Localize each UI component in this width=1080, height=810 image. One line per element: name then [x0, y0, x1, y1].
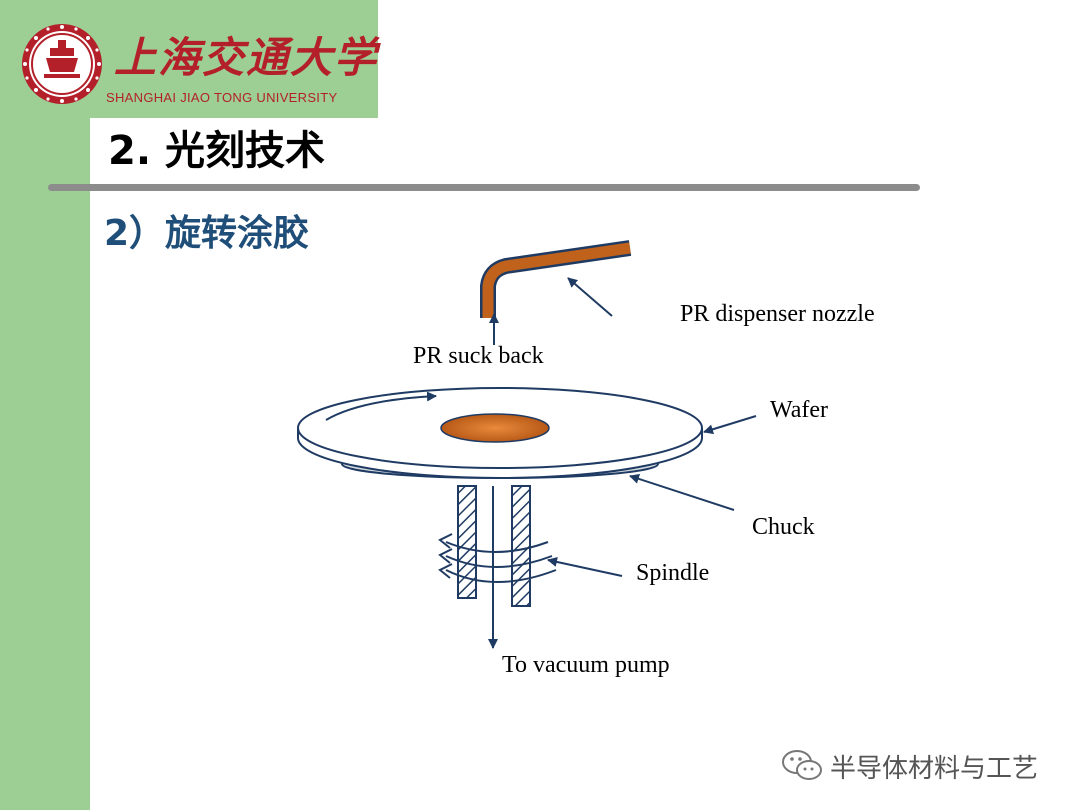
university-seal-icon — [22, 24, 102, 104]
dispenser-nozzle — [480, 240, 632, 318]
chuck-arrow — [629, 474, 735, 511]
left-green-band — [0, 0, 90, 810]
university-logo: 上海交通大学 SHANGHAI JIAO TONG UNIVERSITY — [18, 20, 378, 112]
label-chuck: Chuck — [752, 514, 815, 540]
spindle-arrow — [547, 557, 623, 577]
label-vacuum: To vacuum pump — [502, 652, 670, 678]
spindle — [438, 485, 557, 607]
nozzle-arrow — [567, 277, 613, 317]
wechat-icon — [782, 750, 822, 780]
label-nozzle: PR dispenser nozzle — [680, 301, 875, 327]
title-divider — [48, 184, 920, 191]
label-wafer: Wafer — [770, 397, 828, 423]
rotation-arrow — [325, 391, 437, 421]
label-suck-back: PR suck back — [413, 343, 544, 369]
wafer-arrow — [703, 415, 757, 435]
watermark-text: 半导体材料与工艺 — [830, 754, 1039, 784]
section-subtitle: 2）旋转涂胶 — [104, 213, 310, 254]
slide-title: 2. 光刻技术 — [108, 128, 325, 174]
watermark: 半导体材料与工艺 — [780, 746, 1070, 786]
photoresist-puddle — [440, 413, 550, 443]
university-name-en: SHANGHAI JIAO TONG UNIVERSITY — [106, 90, 338, 105]
label-spindle: Spindle — [636, 560, 709, 586]
university-name-cn: 上海交通大学 — [114, 33, 379, 82]
